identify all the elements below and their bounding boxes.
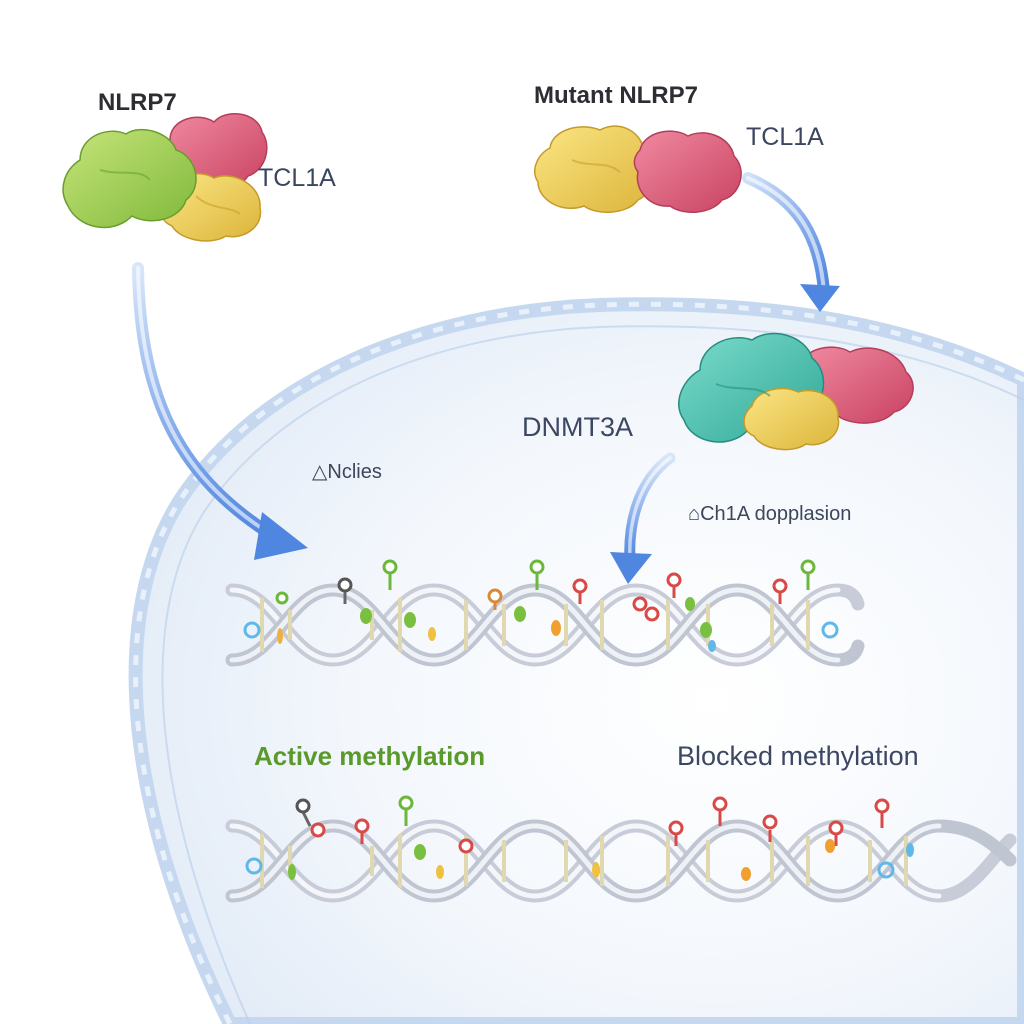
dna-helix-lower bbox=[225, 795, 1017, 903]
base-accents-upper bbox=[243, 597, 839, 652]
tcl1a-displacement-label: ⌂Ch1A dopplasion bbox=[688, 503, 852, 525]
mutant-nlrp7-complex bbox=[534, 125, 742, 213]
active-methylation-label: Active methylation bbox=[254, 741, 486, 771]
tcl1a-label-right: TCL1A bbox=[746, 123, 824, 151]
mutant-nlrp7-label: Mutant NLRP7 bbox=[534, 82, 698, 109]
nlrp7-complex bbox=[62, 113, 268, 242]
nucleus-glyph-icon: △ bbox=[312, 461, 328, 483]
nlrp7-label: NLRP7 bbox=[98, 89, 177, 116]
nlrp7-protein bbox=[62, 128, 197, 229]
displacement-glyph-icon: ⌂ bbox=[688, 503, 701, 525]
dna-helix-upper bbox=[225, 559, 865, 667]
base-accents-lower bbox=[245, 839, 914, 881]
dnmt3a-label: DNMT3A bbox=[522, 412, 634, 442]
methyl-markers-lower bbox=[295, 795, 890, 854]
blocked-methylation-label: Blocked methylation bbox=[677, 741, 919, 771]
yellow-protein-dnmt3a bbox=[743, 387, 840, 451]
arrow-dnmt3a-to-dna bbox=[610, 452, 676, 584]
tcl1a-protein-mutant bbox=[633, 130, 742, 213]
arrow-nlrp7-to-dna bbox=[132, 262, 308, 560]
nucleus-label: △Nclies bbox=[312, 461, 382, 483]
methyl-markers-upper bbox=[275, 559, 816, 622]
tcl1a-label-left: TCL1A bbox=[258, 164, 336, 192]
yellow-protein-mutant bbox=[534, 125, 655, 213]
arrow-mutant-to-dnmt3a bbox=[742, 172, 840, 312]
dnmt3a-complex bbox=[678, 332, 914, 451]
